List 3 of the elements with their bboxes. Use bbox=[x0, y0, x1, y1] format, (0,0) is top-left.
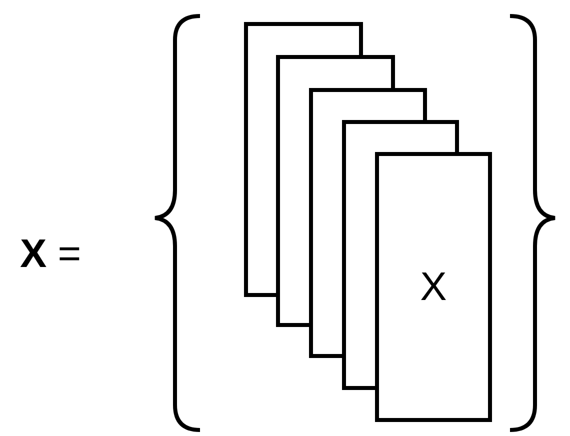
page-rectangle bbox=[375, 152, 492, 422]
equation-label: X = bbox=[20, 232, 82, 277]
variable-label: X bbox=[420, 264, 447, 310]
